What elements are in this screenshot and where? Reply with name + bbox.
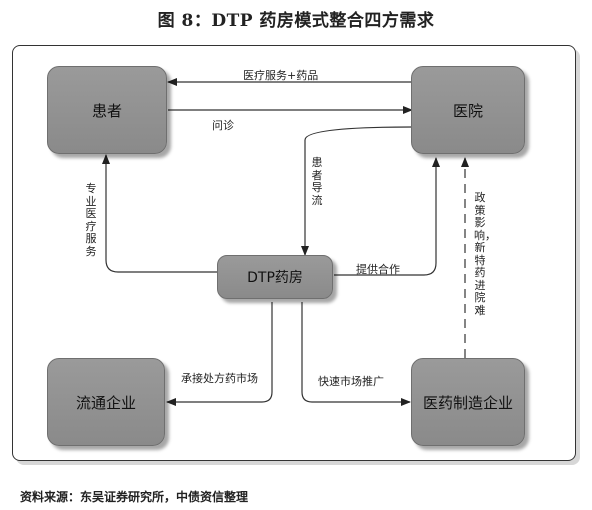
edge-label-pharma-to-hospital: 政策影响，新特药进院难	[474, 191, 496, 317]
edge-dtp-to-patient	[102, 154, 218, 273]
node-dtp-pharmacy-label: DTP药房	[247, 270, 303, 286]
node-hospital-label: 医院	[452, 101, 483, 120]
edge-dtp-to-hospital	[334, 157, 440, 276]
edge-label-patient-to-hospital: 问诊	[212, 119, 234, 132]
edge-label-hospital-to-dtp: 患者导流	[311, 156, 323, 207]
node-patient-label: 患者	[91, 101, 122, 120]
node-hospital: 医院	[411, 66, 525, 154]
node-pharma-manufacturer-label: 医药制造企业	[422, 393, 513, 412]
node-dtp-pharmacy: DTP药房	[217, 255, 333, 299]
edge-hospital-to-dtp	[301, 126, 413, 256]
edge-label-dtp-to-patient: 专业医疗服务	[85, 182, 97, 258]
edge-dtp-to-pharma	[301, 302, 411, 406]
node-distribution: 流通企业	[47, 358, 165, 446]
source-note: 资料来源：东吴证券研究所，中债资信整理	[20, 490, 249, 504]
edge-label-dtp-to-distribution: 承接处方药市场	[181, 372, 258, 385]
edge-label-dtp-to-hospital: 提供合作	[356, 263, 400, 276]
edge-label-hospital-to-patient: 医疗服务+药品	[243, 69, 319, 82]
node-patient: 患者	[47, 66, 167, 154]
node-distribution-label: 流通企业	[75, 393, 136, 412]
figure-title: 图 8：DTP 药房模式整合四方需求	[157, 11, 435, 31]
edge-label-dtp-to-pharma: 快速市场推广	[318, 375, 384, 388]
edge-dtp-to-distribution	[166, 302, 273, 406]
node-pharma-manufacturer: 医药制造企业	[411, 358, 525, 446]
